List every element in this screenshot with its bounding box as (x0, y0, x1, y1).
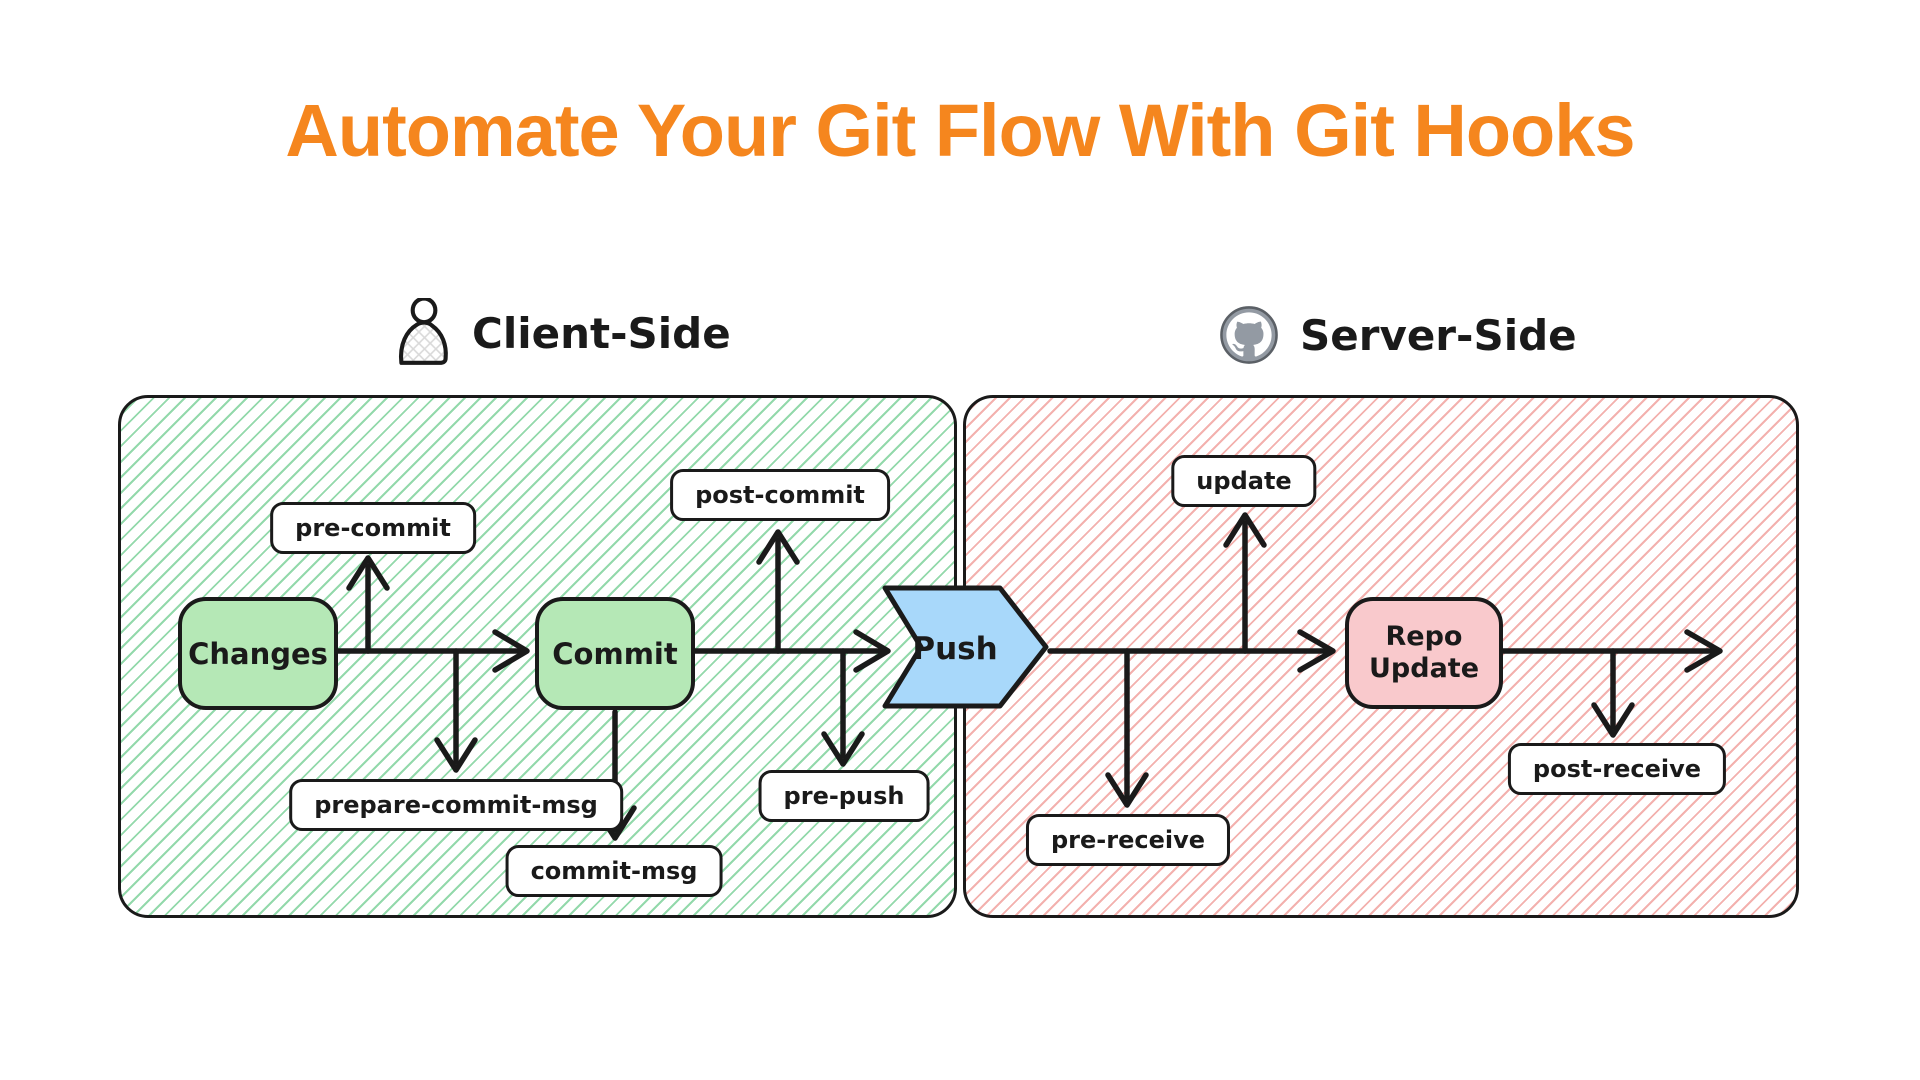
server-side-label: Server-Side (1300, 310, 1577, 360)
arrow-to-post-receive (1591, 648, 1635, 738)
node-repo-update-label: Repo Update (1369, 621, 1479, 686)
repo-update-line2: Update (1368, 653, 1480, 684)
github-icon (1220, 306, 1278, 364)
push-chevron-shape (882, 585, 1049, 709)
node-repo-update: Repo Update (1345, 597, 1503, 709)
arrow-to-pre-push (821, 648, 865, 767)
node-changes: Changes (178, 597, 338, 710)
arrow-to-update (1223, 512, 1267, 654)
client-side-label: Client-Side (472, 308, 731, 358)
hook-post-commit: post-commit (670, 469, 890, 521)
hook-commit-msg: commit-msg (505, 845, 723, 897)
arrow-to-post-commit (756, 529, 800, 654)
hook-update: update (1171, 455, 1317, 507)
repo-update-line1: Repo (1385, 620, 1463, 652)
node-changes-label: Changes (188, 636, 328, 671)
node-commit-label: Commit (552, 636, 678, 671)
page-title: Automate Your Git Flow With Git Hooks (285, 89, 1635, 172)
server-side-header: Server-Side (1220, 306, 1577, 364)
arrow-push-to-repo-update (1047, 629, 1336, 673)
hook-pre-receive: pre-receive (1025, 814, 1231, 866)
person-icon (398, 298, 448, 365)
arrow-commit-to-push (692, 629, 891, 673)
arrow-to-pre-receive (1105, 648, 1149, 808)
hook-pre-commit: pre-commit (270, 502, 476, 554)
arrow-to-prepare-commit-msg (434, 648, 478, 773)
hook-pre-push: pre-push (758, 770, 930, 822)
arrow-repo-update-out (1500, 629, 1723, 673)
client-side-header: Client-Side (396, 298, 731, 368)
node-commit: Commit (535, 597, 695, 710)
hook-post-receive: post-receive (1507, 743, 1727, 795)
node-push-label: Push (912, 631, 998, 667)
hook-prepare-commit-msg: prepare-commit-msg (289, 779, 623, 831)
arrow-to-pre-commit (346, 555, 390, 654)
